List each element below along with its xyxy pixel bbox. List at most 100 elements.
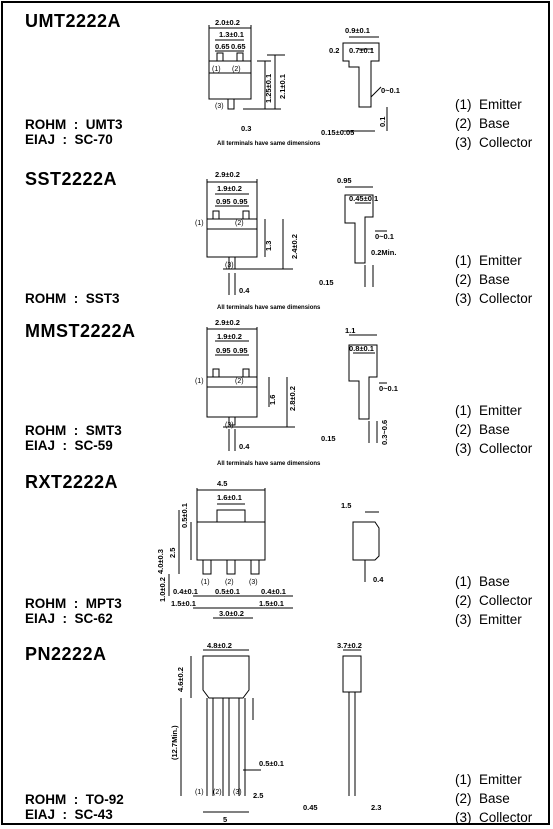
part-title: MMST2222A bbox=[25, 321, 136, 341]
part-title: PN2222A bbox=[25, 644, 107, 664]
dim-label: 0~0.1 bbox=[381, 86, 400, 95]
dim-label: 1.9±0.2 bbox=[217, 332, 242, 341]
dim-label: 1.6 bbox=[268, 395, 277, 405]
terminal-note: All terminals have same dimensions bbox=[217, 461, 321, 467]
device-umt2222a: UMT2222A ROHM : UMT3 EIAJ : SC-70 (1) Em… bbox=[3, 3, 548, 163]
dim-label: 1.25±0.1 bbox=[264, 74, 273, 103]
dim-label: 1.3±0.1 bbox=[219, 30, 244, 39]
dim-label: 0.9±0.1 bbox=[345, 26, 370, 35]
dim-label: 0.65 bbox=[231, 42, 246, 51]
device-pn2222a: PN2222A ROHM : TO-92 EIAJ : SC-43 (1) Em… bbox=[3, 640, 548, 825]
dim-label: 0.15 bbox=[321, 434, 336, 443]
dim-label: 4.8±0.2 bbox=[207, 641, 232, 650]
mpt3-outline-drawing: 4.5 1.6±0.1 0.5±0.1 4.0±0.3 2.5 1.0±0.2 … bbox=[156, 479, 384, 619]
part-title: SST2222A bbox=[25, 169, 118, 189]
pin-3: (3) Collector bbox=[455, 810, 533, 825]
dim-label: 0~0.1 bbox=[379, 384, 398, 393]
svg-text:(2): (2) bbox=[232, 66, 241, 73]
dim-label: 1.5 bbox=[341, 501, 351, 510]
dim-label: 3.0±0.2 bbox=[219, 609, 244, 618]
dim-label: 0.4 bbox=[373, 575, 384, 584]
dim-label: 0.65 bbox=[215, 42, 230, 51]
pin-1: (1) Emitter bbox=[455, 772, 522, 787]
dim-label: 0.1 bbox=[378, 117, 387, 127]
device-rxt2222a: RXT2222A ROHM : MPT3 EIAJ : SC-62 (1) Ba… bbox=[3, 470, 548, 640]
dim-label: 0.95 bbox=[216, 197, 231, 206]
dim-label: 1.5±0.1 bbox=[171, 599, 196, 608]
pin-1: (1) Base bbox=[455, 574, 510, 589]
dim-label: 2.5 bbox=[253, 791, 263, 800]
dim-label: 0.5±0.1 bbox=[259, 759, 284, 768]
pin-1: (1) Emitter bbox=[455, 253, 522, 268]
svg-text:(2): (2) bbox=[213, 789, 222, 796]
svg-text:(3): (3) bbox=[249, 579, 258, 586]
eiaj-package: EIAJ : SC-70 bbox=[25, 132, 113, 147]
dim-label: 2.4±0.2 bbox=[290, 234, 299, 259]
pin-1: (1) Emitter bbox=[455, 403, 522, 418]
dim-label: 2.9±0.2 bbox=[215, 318, 240, 327]
dim-label: 1.5±0.1 bbox=[259, 599, 284, 608]
device-mmst2222a: MMST2222A ROHM : SMT3 EIAJ : SC-59 (1) E… bbox=[3, 315, 548, 470]
dim-label: 0.45±0.1 bbox=[349, 194, 378, 203]
svg-text:(1): (1) bbox=[201, 579, 210, 586]
sst3-outline-drawing: 2.9±0.2 1.9±0.2 0.95 0.95 0.95 0.45±0.1 … bbox=[195, 170, 396, 295]
dim-label: 0.4 bbox=[239, 286, 250, 295]
pin-2: (2) Base bbox=[455, 116, 510, 131]
pin-3: (3) Collector bbox=[455, 441, 533, 456]
pin-2: (2) Base bbox=[455, 272, 510, 287]
rohm-package: ROHM : SST3 bbox=[25, 291, 120, 306]
pin-3: (3) Collector bbox=[455, 135, 533, 150]
device-sst2222a: SST2222A ROHM : SST3 (1) Emitter (2) Bas… bbox=[3, 163, 548, 315]
terminal-note: All terminals have same dimensions bbox=[217, 305, 321, 311]
pin-3: (3) Collector bbox=[455, 291, 533, 306]
pin-2: (2) Collector bbox=[455, 593, 533, 608]
dim-label: 0.15 bbox=[319, 278, 334, 287]
pin-list: (1) Emitter (2) Base (3) Collector bbox=[455, 770, 533, 825]
dim-label: 2.3 bbox=[371, 803, 381, 812]
dim-label: 0.5±0.1 bbox=[180, 503, 189, 528]
dim-label: 0.4±0.1 bbox=[261, 587, 286, 596]
pin-2: (2) Base bbox=[455, 422, 510, 437]
dim-label: 0.2Min. bbox=[371, 248, 396, 257]
part-title: UMT2222A bbox=[25, 11, 122, 31]
dim-label: 0.8±0.1 bbox=[349, 344, 374, 353]
dim-label: 0.95 bbox=[216, 346, 231, 355]
dim-label: 4.0±0.3 bbox=[156, 549, 165, 574]
dim-label: 0.5±0.1 bbox=[215, 587, 240, 596]
dim-label: 2.5 bbox=[168, 548, 177, 558]
pin-2: (2) Base bbox=[455, 791, 510, 806]
rohm-package: ROHM : UMT3 bbox=[25, 117, 123, 132]
dim-label: 1.0±0.2 bbox=[158, 577, 167, 602]
dim-label: 3.7±0.2 bbox=[337, 641, 362, 650]
eiaj-package: EIAJ : SC-62 bbox=[25, 611, 113, 626]
dim-label: 0.4 bbox=[239, 442, 250, 451]
dim-label: 0.4±0.1 bbox=[173, 587, 198, 596]
dim-label: 5 bbox=[223, 815, 227, 824]
dim-label: 1.9±0.2 bbox=[217, 184, 242, 193]
svg-text:(2): (2) bbox=[225, 579, 234, 586]
svg-text:(3): (3) bbox=[225, 262, 234, 269]
svg-text:(3): (3) bbox=[233, 789, 242, 796]
pin-3: (3) Emitter bbox=[455, 612, 522, 627]
pin-list: (1) Emitter (2) Base (3) Collector bbox=[455, 401, 532, 458]
dim-label: (12.7Min.) bbox=[170, 725, 179, 760]
svg-text:(1): (1) bbox=[195, 378, 204, 385]
pin-list: (1) Base (2) Collector (3) Emitter bbox=[455, 572, 532, 629]
dim-label: 4.5 bbox=[217, 479, 227, 488]
rohm-package: ROHM : MPT3 bbox=[25, 596, 122, 611]
dim-label: 2.0±0.2 bbox=[215, 18, 240, 27]
rohm-package: ROHM : TO-92 bbox=[25, 792, 124, 807]
svg-text:(2): (2) bbox=[235, 378, 244, 385]
dim-label: 0.95 bbox=[233, 197, 248, 206]
dim-label: 1.6±0.1 bbox=[217, 493, 242, 502]
pin-1: (1) Emitter bbox=[455, 97, 522, 112]
svg-text:(2): (2) bbox=[235, 220, 244, 227]
svg-text:(1): (1) bbox=[195, 789, 204, 796]
dim-label: 1.1 bbox=[345, 326, 355, 335]
dim-label: 2.1±0.1 bbox=[278, 74, 287, 99]
smt3-outline-drawing: 2.9±0.2 1.9±0.2 0.95 0.95 1.1 0.8±0.1 1.… bbox=[195, 318, 398, 451]
rohm-package: ROHM : SMT3 bbox=[25, 423, 122, 438]
dim-label: 0.95 bbox=[233, 346, 248, 355]
dim-label: 0.3 bbox=[241, 124, 251, 133]
